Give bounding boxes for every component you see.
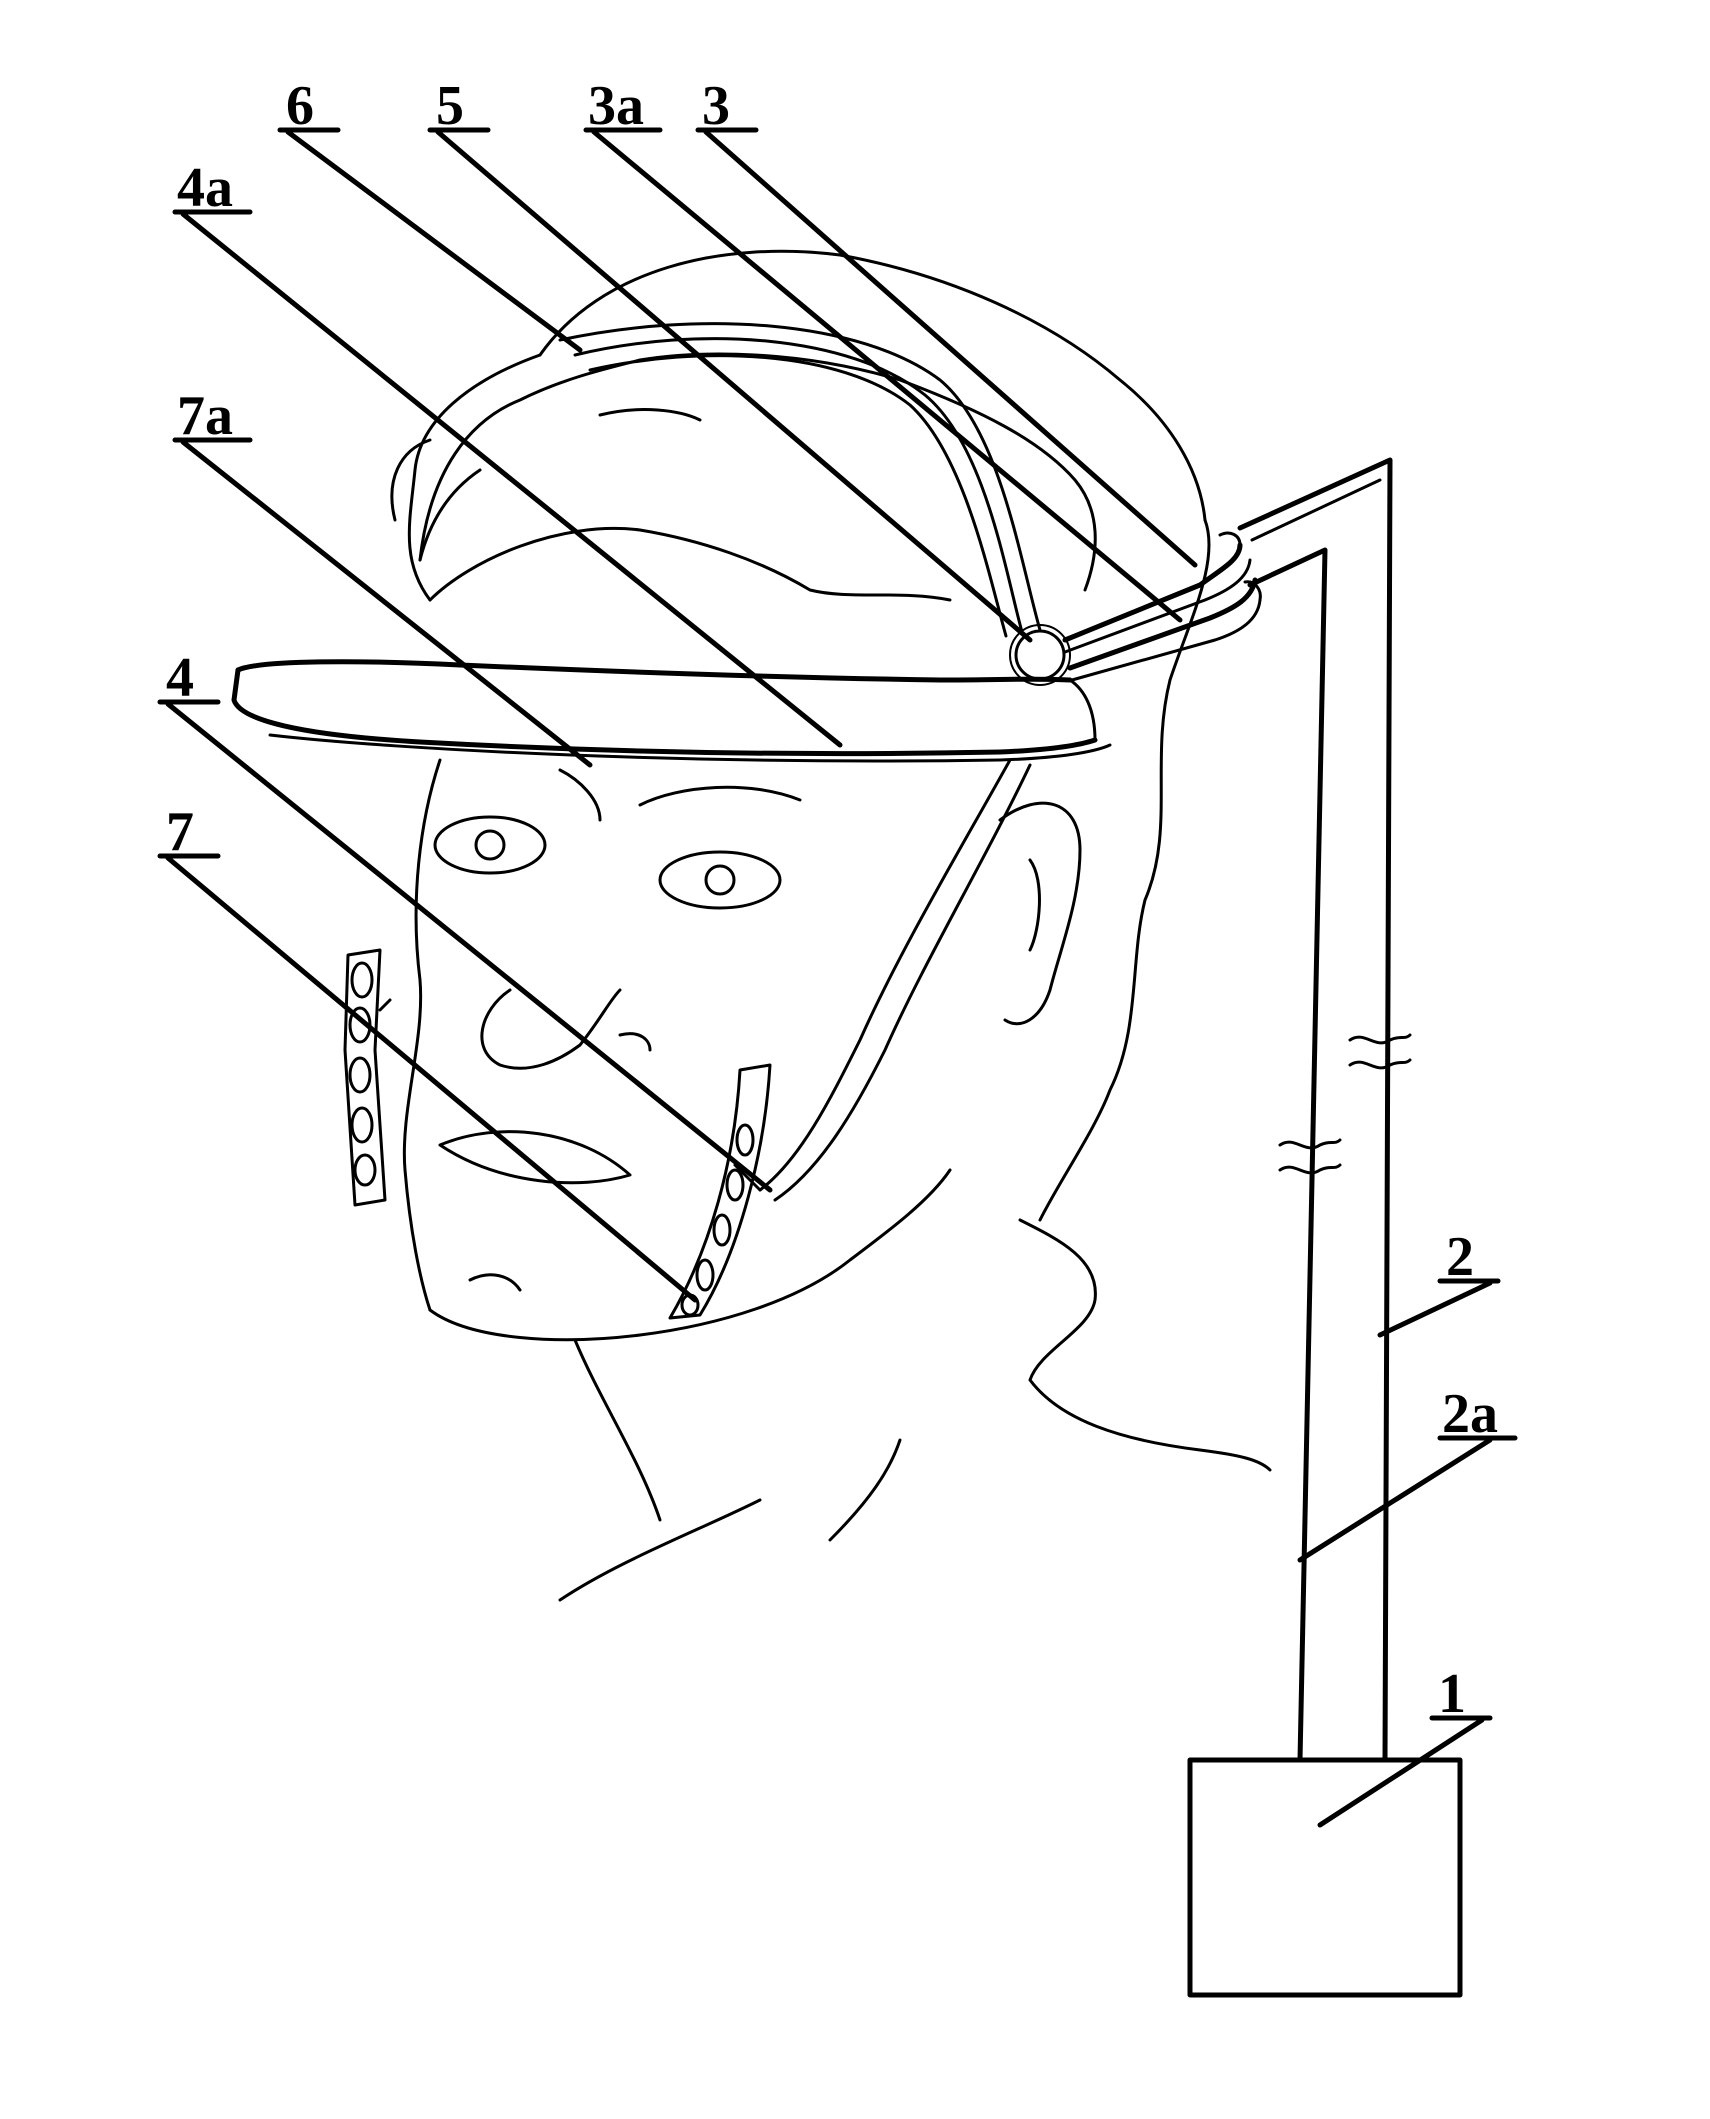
pivot-joint bbox=[1014, 629, 1066, 681]
label-7: 7 bbox=[166, 801, 194, 863]
leader-lines bbox=[165, 129, 1493, 1828]
label-underlines bbox=[157, 127, 1518, 1721]
label-3: 3 bbox=[702, 75, 730, 137]
label-2a: 2a bbox=[1442, 1383, 1498, 1445]
hat bbox=[231, 352, 1112, 763]
label-1: 1 bbox=[1438, 1663, 1466, 1725]
label-4: 4 bbox=[166, 647, 194, 709]
headband-arcs bbox=[558, 322, 1042, 638]
face-strap bbox=[733, 758, 1032, 1202]
connecting-wires bbox=[1237, 457, 1412, 1763]
electrode-7a bbox=[343, 948, 392, 1207]
label-6: 6 bbox=[286, 75, 314, 137]
label-4a: 4a bbox=[177, 157, 233, 219]
control-unit-box bbox=[1187, 1757, 1463, 1998]
label-2: 2 bbox=[1446, 1226, 1474, 1288]
label-3a: 3a bbox=[588, 75, 644, 137]
label-7a: 7a bbox=[177, 385, 233, 447]
head-outline bbox=[390, 249, 1272, 1602]
electrode-7 bbox=[668, 1063, 772, 1320]
label-5: 5 bbox=[436, 75, 464, 137]
